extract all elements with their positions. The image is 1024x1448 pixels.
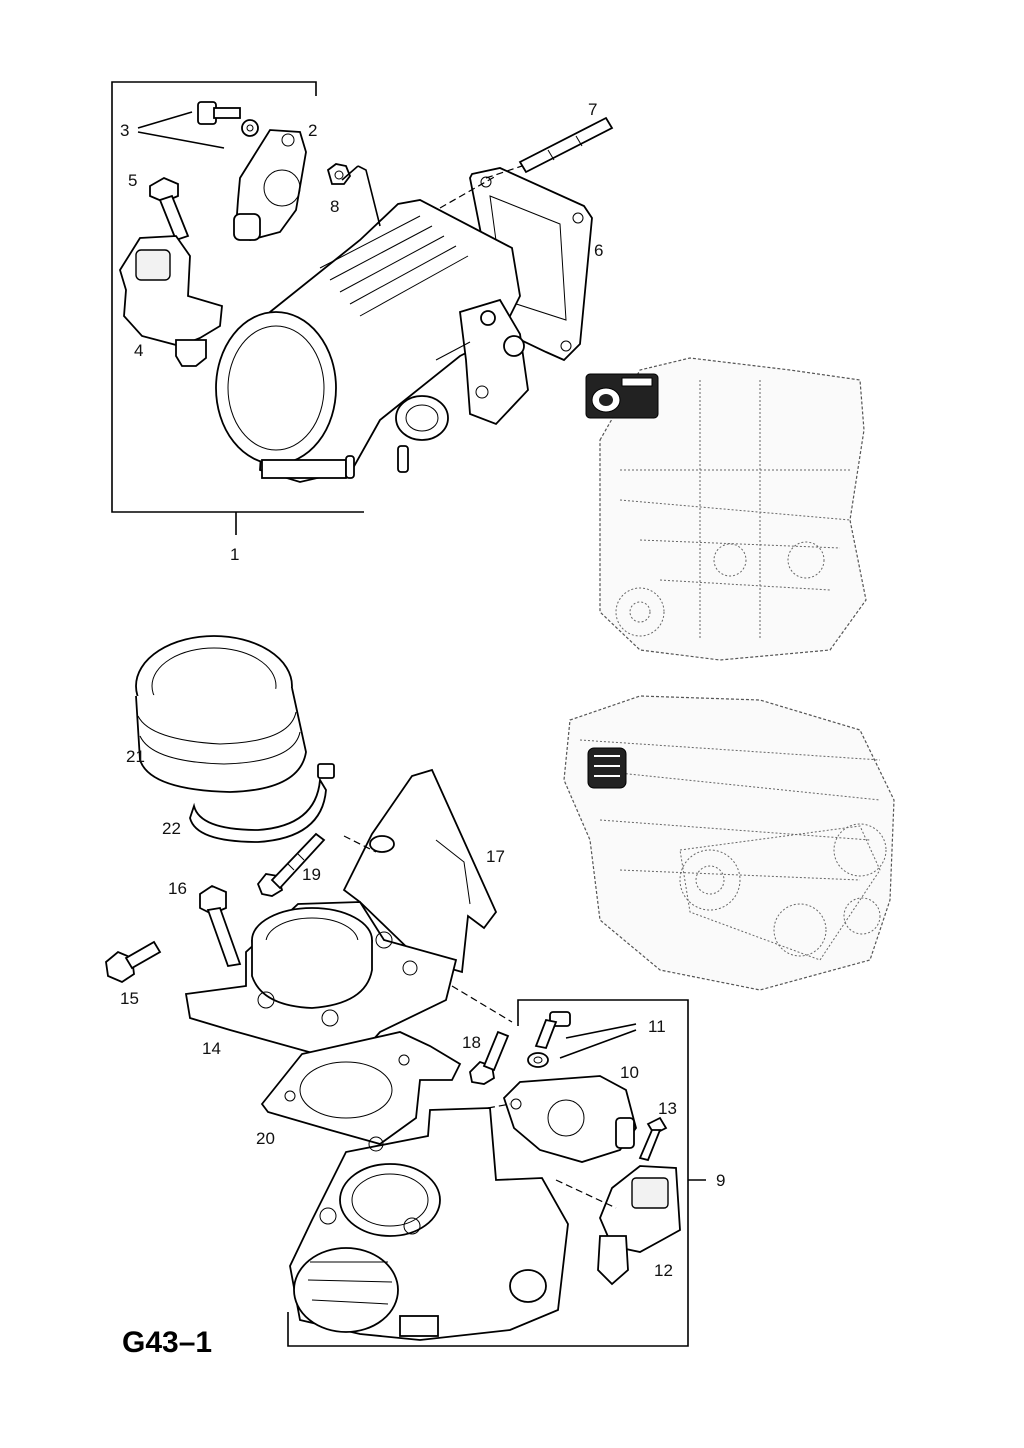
gasket-part-20 [260,1031,462,1145]
callout-4: 4 [134,341,143,360]
callout-1: 1 [230,545,239,564]
callout-22: 22 [162,819,181,838]
adapter-part-17 [342,768,498,974]
callout-11: 11 [648,1017,666,1036]
callout-3: 3 [120,121,129,140]
callout-21: 21 [126,747,145,766]
screw-part-3 [197,101,259,137]
callout-12: 12 [654,1261,673,1280]
actuator-part-12 [597,1165,681,1286]
screw-part-5 [149,176,190,242]
screw-part-19 [256,832,326,897]
callout-7: 7 [588,100,597,119]
callout-20: 20 [256,1129,275,1148]
callout-5: 5 [128,171,137,190]
callout-10: 10 [620,1063,639,1082]
sensor-part-2 [233,129,307,241]
assembly-1-group [111,81,614,535]
spacer-part-14 [184,901,458,1066]
throttle-body-part-9 [289,1107,569,1341]
actuator-part-4 [119,235,223,367]
callout-8: 8 [330,197,339,216]
bolt-part-16 [199,884,242,968]
screw-part-11 [527,1011,571,1068]
callout-18: 18 [462,1033,481,1052]
callout-15: 15 [120,989,139,1008]
assembly-9-group [287,999,706,1347]
diagram-code-label: G43–1 [122,1326,212,1359]
sensor-part-10 [502,1075,637,1163]
callout-2: 2 [308,121,317,140]
engine-illustration-top [585,357,867,661]
screw-part-18 [469,1030,510,1085]
bolt-part-15 [105,940,162,984]
stud-part-7 [518,116,614,174]
clamp-part-22 [189,763,335,843]
callout-13: 13 [658,1099,677,1118]
callout-6: 6 [594,241,603,260]
nut-part-8 [326,163,352,185]
callout-9: 9 [716,1171,725,1190]
callout-16: 16 [168,879,187,898]
callout-14: 14 [202,1039,221,1058]
screw-part-13 [638,1116,668,1162]
callout-19: 19 [302,865,321,884]
engine-illustration-bottom [563,695,895,991]
callout-17: 17 [486,847,505,866]
intake-hose-part-21 [135,635,307,793]
throttle-body-part-1 [215,199,529,483]
